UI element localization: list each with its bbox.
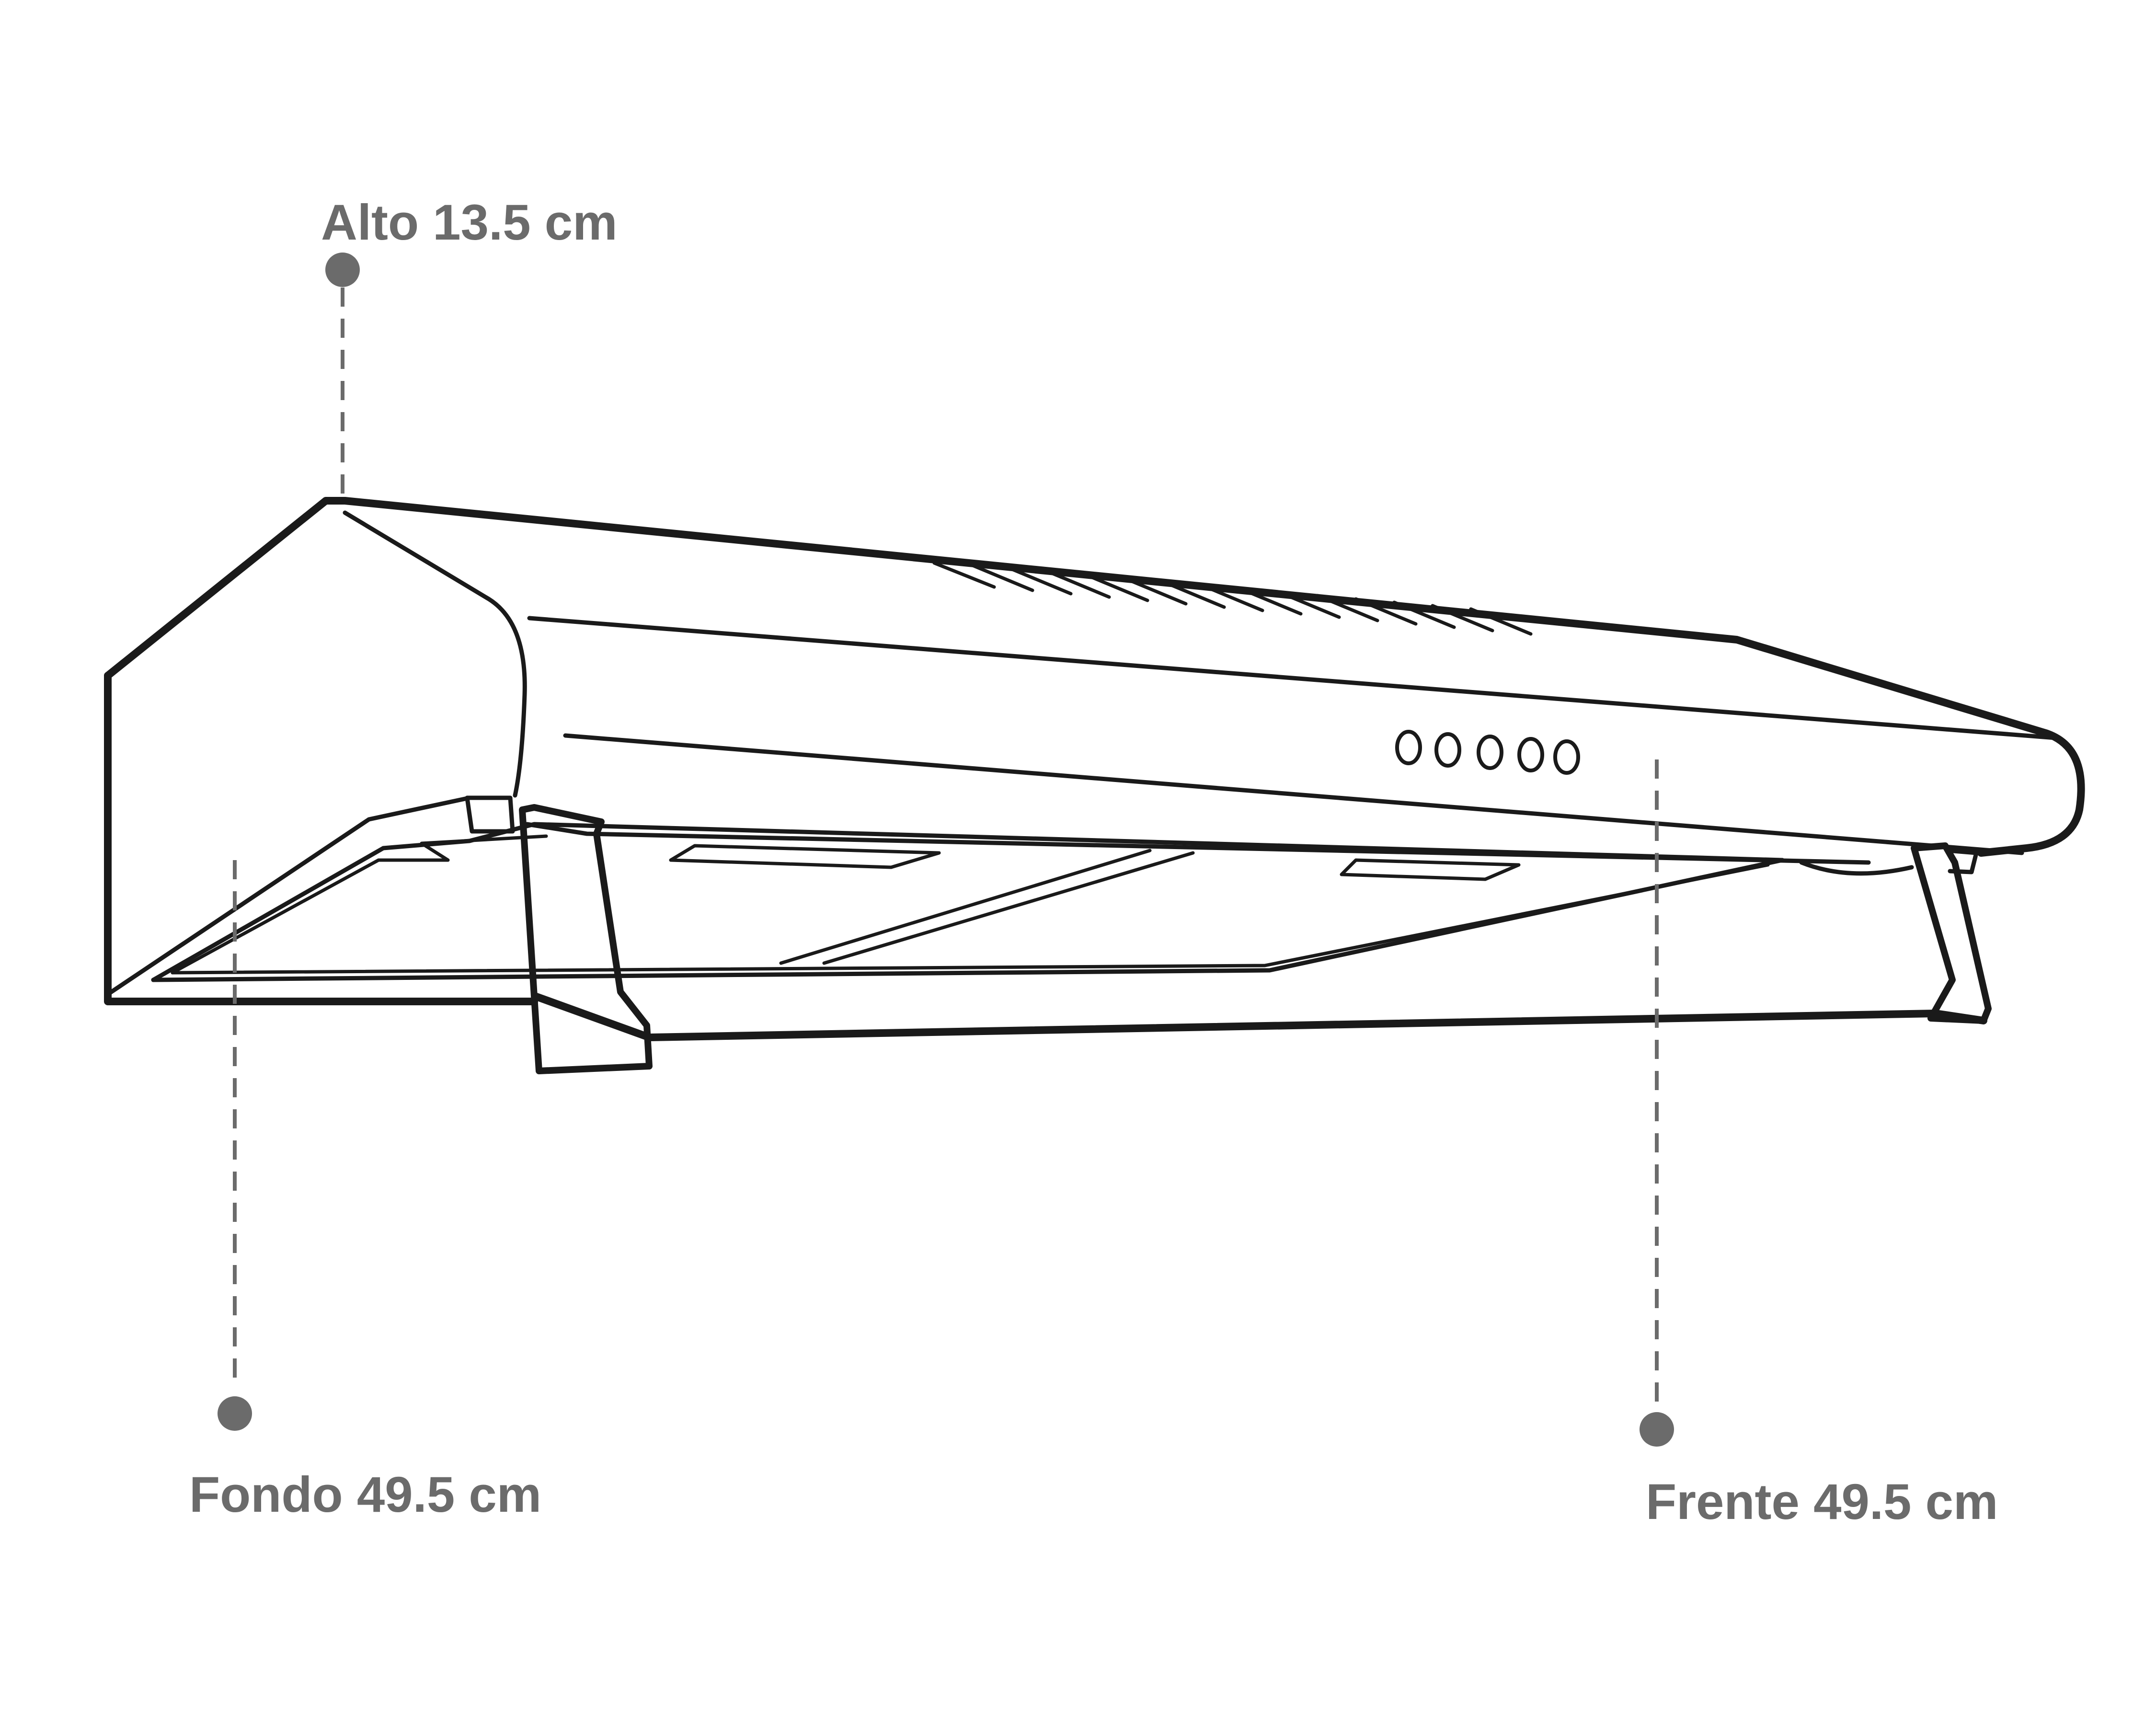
- right-end-curve: [1799, 860, 1914, 876]
- range-hood: [104, 497, 2085, 1074]
- hood-left-side-edge: [104, 672, 538, 1005]
- alto-marker-dot: [325, 253, 360, 287]
- alto-label: Alto 13.5 cm: [321, 195, 618, 251]
- control-button[interactable]: [1477, 735, 1503, 770]
- frente-label: Frente 49.5 cm: [1646, 1474, 1998, 1530]
- control-button[interactable]: [1553, 739, 1580, 775]
- fondo-marker-dot: [218, 1396, 252, 1431]
- hood-front-upper-line: [527, 616, 2058, 740]
- filter-frame-inner: [171, 834, 548, 975]
- right-bracket-clip: [1945, 848, 1979, 874]
- dimension-annotations: Alto 13.5 cm Fondo 49.5 cm Frente 49.5 c…: [189, 195, 1998, 1530]
- frente-marker-dot: [1640, 1412, 1674, 1447]
- filter-divider: [779, 849, 1195, 965]
- top-vent-slots: [932, 561, 1533, 636]
- control-button[interactable]: [1395, 730, 1422, 765]
- hood-front-lower-line: [563, 733, 2024, 855]
- control-buttons: [1395, 730, 1580, 775]
- control-button[interactable]: [1517, 737, 1544, 772]
- left-bracket: [519, 804, 653, 1074]
- fondo-label: Fondo 49.5 cm: [189, 1467, 541, 1523]
- filter-frame-inner-bottom: [171, 863, 1770, 975]
- control-button[interactable]: [1434, 732, 1461, 768]
- filter-panel-left: [669, 844, 941, 869]
- hood-left-lower-edge: [105, 795, 472, 997]
- left-bracket-tab: [465, 795, 515, 834]
- filter-panel-right: [1340, 858, 1521, 881]
- hood-front-bottom-edge: [525, 822, 1871, 865]
- hood-top-bevel: [343, 510, 527, 798]
